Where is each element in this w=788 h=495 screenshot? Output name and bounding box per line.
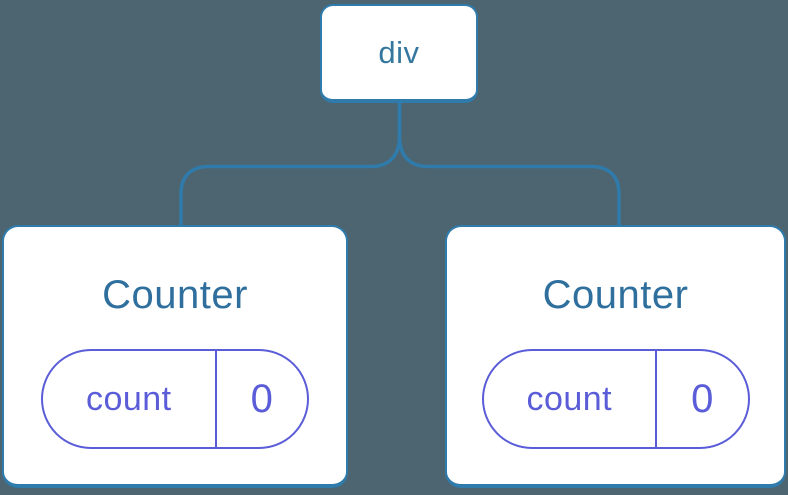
state-pill: count 0 — [481, 349, 750, 449]
connector-right-branch — [397, 101, 621, 227]
connector-left-branch — [179, 101, 402, 227]
root-node-label: div — [378, 34, 420, 70]
tree-node-root: div — [320, 4, 478, 103]
tree-node-counter-2: Counter count 0 — [445, 225, 786, 488]
state-value-label: 0 — [250, 376, 273, 421]
state-value-label: 0 — [691, 376, 714, 421]
state-pill: count 0 — [41, 349, 309, 449]
component-name-label: Counter — [542, 273, 689, 317]
state-key-label: count — [526, 379, 613, 418]
state-value-cell: 0 — [217, 351, 307, 447]
component-name-label: Counter — [102, 273, 248, 317]
state-value-cell: 0 — [657, 351, 747, 447]
tree-node-counter-1: Counter count 0 — [2, 225, 348, 488]
state-key-label: count — [85, 379, 172, 418]
state-key-cell: count — [43, 351, 217, 447]
state-key-cell: count — [484, 351, 658, 447]
